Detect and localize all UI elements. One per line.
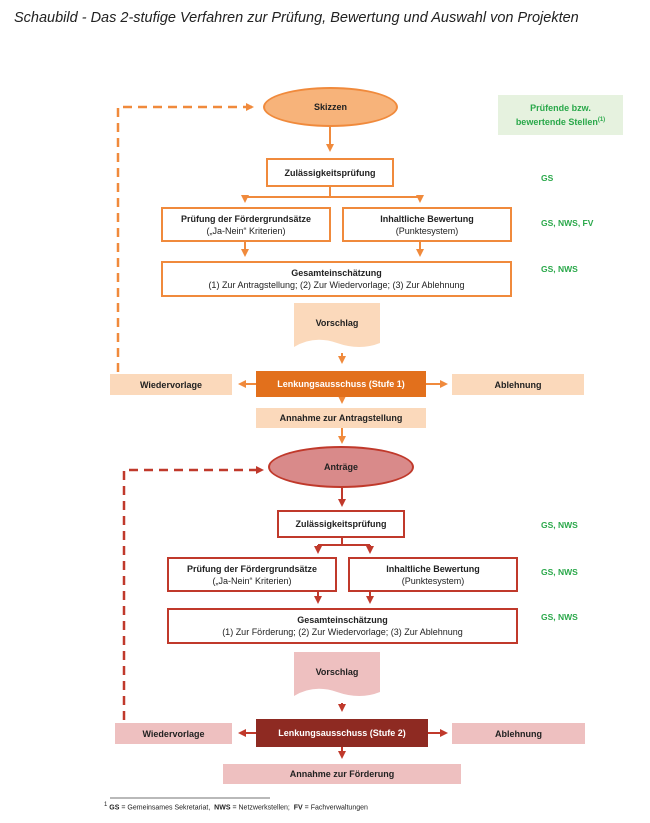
stage2-admissibility-label: Zulässigkeitsprüfung (295, 519, 387, 529)
stage2-committee-label: Lenkungsausschuss (Stufe 2) (278, 728, 406, 738)
stage2-principles-sub: („Ja-Nein“ Kriterien) (212, 575, 292, 586)
stage2-rejection-label: Ablehnung (495, 728, 542, 739)
stage1-committee-box: Lenkungsausschuss (Stufe 1) (256, 371, 426, 397)
stage2-rejection-box: Ablehnung (452, 723, 585, 744)
footnote-nws-abbr: NWS (214, 804, 231, 812)
stage2-admissibility-box: Zulässigkeitsprüfung (277, 510, 405, 538)
stage2-overall-box: Gesamteinschätzung (1) Zur Förderung; (2… (167, 608, 518, 644)
stage1-rejection-box: Ablehnung (452, 374, 584, 395)
stage2-note-overall: GS, NWS (541, 612, 578, 622)
stage2-content-box: Inhaltliche Bewertung (Punktesystem) (348, 557, 518, 592)
stage2-proposal: Vorschlag (294, 659, 380, 685)
stage1-resubmission-label: Wiedervorlage (140, 379, 202, 390)
stage2-overall-sub: (1) Zur Förderung; (2) Zur Wiedervorlage… (222, 627, 463, 637)
stage1-note-evaluation: GS, NWS, FV (541, 218, 594, 228)
stage1-acceptance-box: Annahme zur Antragstellung (256, 408, 426, 428)
stage1-note-overall: GS, NWS (541, 264, 578, 274)
stage1-content-title: Inhaltliche Bewertung (380, 213, 474, 224)
proposal-shape-2 (294, 652, 380, 696)
stage2-proposal-label: Vorschlag (315, 667, 359, 677)
stage2-principles-title: Prüfung der Fördergrundsätze (186, 563, 317, 574)
stage2-note-evaluation: GS, NWS (541, 567, 578, 577)
stage2-principles-box: Prüfung der Fördergrundsätze („Ja-Nein“ … (167, 557, 337, 592)
stage2-committee-box: Lenkungsausschuss (Stufe 2) (256, 719, 428, 747)
stage1-overall-sub: (1) Zur Antragstellung; (2) Zur Wiedervo… (208, 280, 465, 290)
legend-box: Prüfende bzw. bewertende Stellen(1) (498, 95, 623, 135)
stage1-start-ellipse: Skizzen (263, 87, 398, 127)
stage1-rejection-label: Ablehnung (494, 379, 542, 390)
proposal-shape-1 (294, 303, 380, 347)
stage2-content-sub: (Punktesystem) (401, 575, 465, 586)
stage1-admissibility-box: Zulässigkeitsprüfung (266, 158, 394, 187)
footnote-gs-text: = Gemeinsames Sekretariat, (121, 804, 211, 812)
stage1-start-label: Skizzen (313, 102, 347, 112)
stage1-overall-box: Gesamteinschätzung (1) Zur Antragstellun… (161, 261, 512, 297)
stage1-note-admissibility: GS (541, 173, 554, 183)
stage2-acceptance-box: Annahme zur Förderung (223, 764, 461, 784)
footnote: 1 GS = Gemeinsames Sekretariat, NWS = Ne… (104, 802, 368, 811)
footnote-fv-abbr: FV (293, 804, 303, 812)
footnote-nws-text: = Netzwerkstellen; (232, 804, 290, 812)
stage2-overall-title: Gesamteinschätzung (297, 615, 388, 625)
stage1-proposal: Vorschlag (294, 310, 380, 336)
stage2-note-admissibility: GS, NWS (541, 520, 578, 530)
stage1-acceptance-label: Annahme zur Antragstellung (279, 413, 403, 423)
stage2-acceptance-label: Annahme zur Förderung (289, 769, 395, 779)
stage1-content-box: Inhaltliche Bewertung (Punktesystem) (342, 207, 512, 242)
stage2-start-label: Anträge (323, 462, 358, 472)
footnote-marker: 1 (104, 802, 108, 808)
legend-line2: bewertende Stellen(1) (515, 117, 606, 127)
diagram-title: Schaubild - Das 2-stufige Verfahren zur … (14, 10, 579, 26)
stage1-principles-sub: („Ja-Nein“ Kriterien) (206, 225, 286, 236)
legend-sup: (1) (597, 117, 606, 123)
stage1-principles-title: Prüfung der Fördergrundsätze (180, 213, 311, 224)
stage2-resubmission-box: Wiedervorlage (115, 723, 232, 744)
stage1-proposal-label: Vorschlag (315, 318, 359, 328)
legend-line1: Prüfende bzw. (530, 103, 591, 113)
footnote-gs-abbr: GS (109, 804, 120, 812)
stage1-overall-title: Gesamteinschätzung (291, 268, 382, 278)
dashed-feedback-stage2 (122, 466, 264, 720)
stage1-committee-label: Lenkungsausschuss (Stufe 1) (277, 379, 405, 389)
stage2-content-title: Inhaltliche Bewertung (386, 563, 480, 574)
stage1-principles-box: Prüfung der Fördergrundsätze („Ja-Nein“ … (161, 207, 331, 242)
stage1-resubmission-box: Wiedervorlage (110, 374, 232, 395)
stage2-resubmission-label: Wiedervorlage (142, 728, 205, 739)
footnote-fv-text: = Fachverwaltungen (304, 804, 368, 812)
stage2-start-ellipse: Anträge (268, 446, 414, 488)
stage1-content-sub: (Punktesystem) (395, 225, 459, 236)
stage1-admissibility-label: Zulässigkeitsprüfung (284, 167, 376, 178)
